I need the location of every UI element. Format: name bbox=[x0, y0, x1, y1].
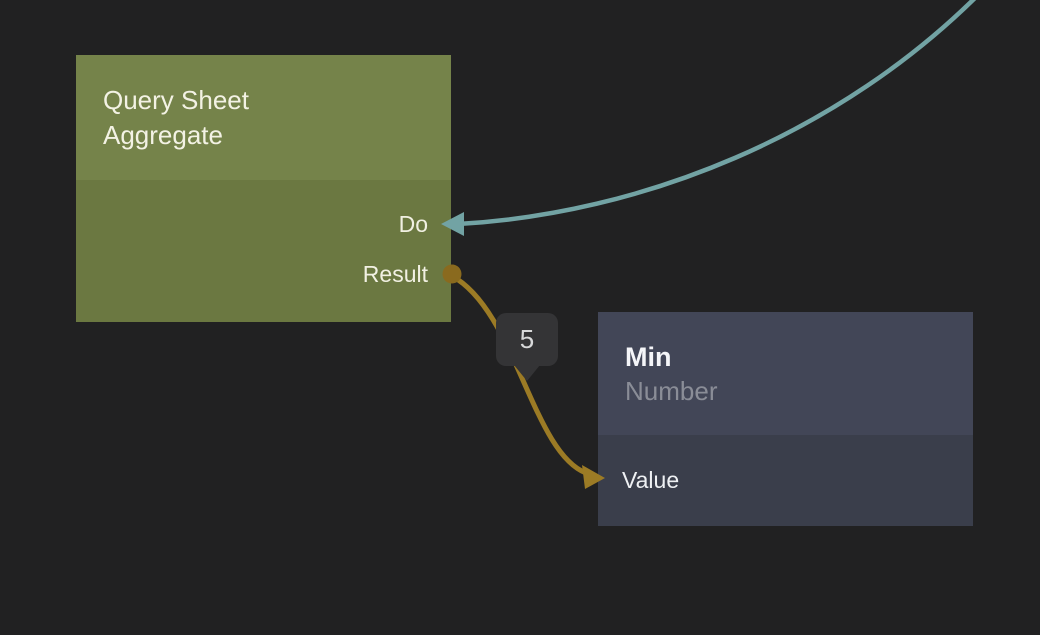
node-header[interactable]: Query Sheet Aggregate bbox=[76, 55, 451, 180]
node-min[interactable]: Min Number Value bbox=[598, 312, 973, 526]
node-body: Value bbox=[598, 435, 973, 526]
port-label: Result bbox=[362, 261, 428, 287]
port-do[interactable]: Do bbox=[399, 211, 428, 237]
result-port-dot[interactable] bbox=[442, 264, 462, 284]
edge-value-badge[interactable]: 5 bbox=[496, 313, 558, 381]
edge-value-arrowhead bbox=[582, 465, 605, 489]
port-label: Value bbox=[622, 467, 680, 493]
port-value[interactable]: Value bbox=[622, 467, 679, 493]
node-header[interactable]: Min Number bbox=[598, 312, 973, 435]
node-subtitle: Number bbox=[625, 375, 718, 406]
node-title: Min bbox=[625, 341, 672, 372]
node-body: Do Result bbox=[76, 180, 451, 322]
edge-value-label: 5 bbox=[519, 324, 535, 354]
badge-pointer bbox=[514, 365, 540, 381]
port-label: Do bbox=[398, 211, 428, 237]
edge-exec[interactable] bbox=[455, 0, 985, 227]
port-result[interactable]: Result bbox=[363, 261, 428, 287]
node-title: Query Sheet Aggregate bbox=[103, 84, 249, 150]
node-query-sheet-aggregate[interactable]: Query Sheet Aggregate Do Result bbox=[76, 55, 451, 322]
edge-exec-arrowhead bbox=[441, 212, 464, 236]
